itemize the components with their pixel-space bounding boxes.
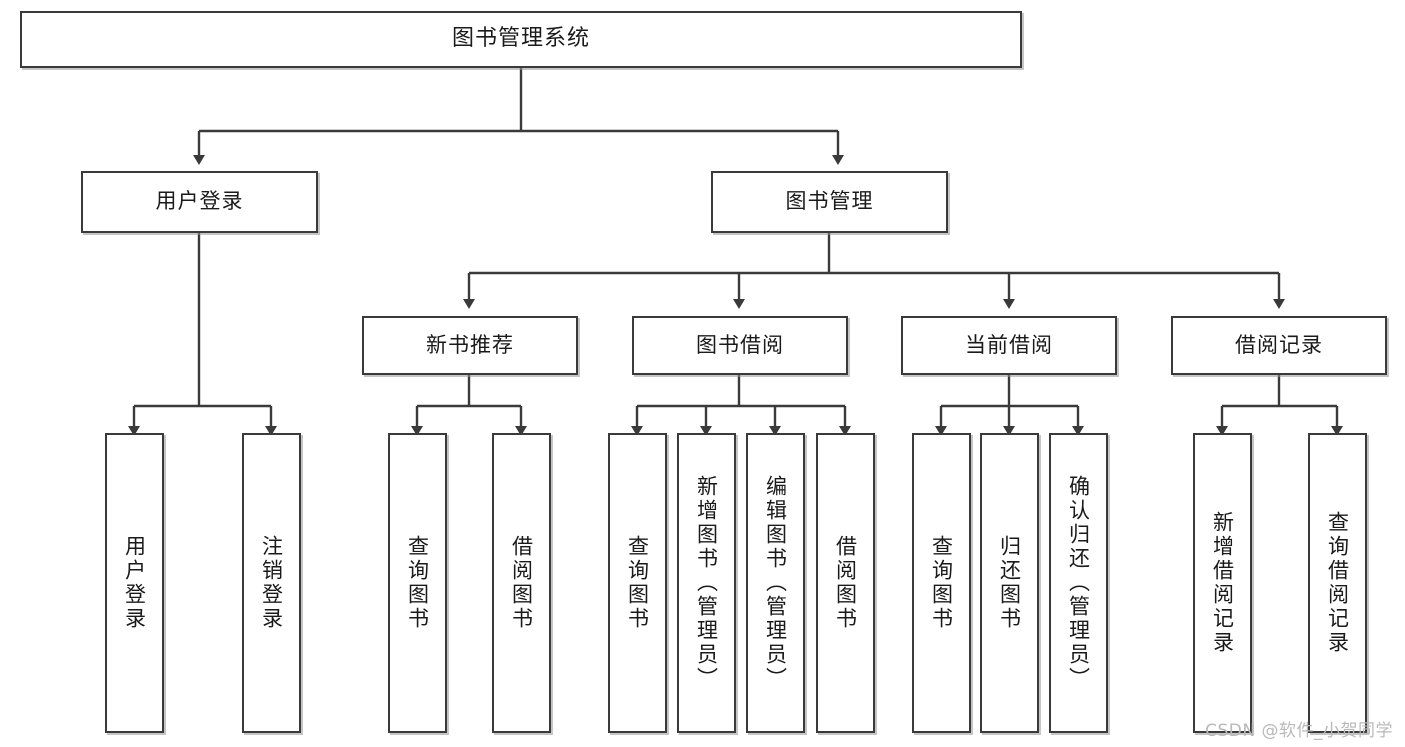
leaf-borrow-book[interactable]: 借阅图书 xyxy=(816,433,875,733)
leaf-query-book-recommend[interactable]: 查询图书 xyxy=(388,433,447,733)
node-book-borrow[interactable]: 图书借阅 xyxy=(632,316,848,375)
leaf-label: 借阅图书 xyxy=(509,535,534,631)
leaf-logout-login[interactable]: 注销登录 xyxy=(242,433,301,733)
leaf-label: 用户登录 xyxy=(122,535,147,631)
leaf-label: 查询图书 xyxy=(625,535,650,631)
leaf-label: 借阅图书 xyxy=(833,535,858,631)
leaf-label: 确认归还（管理员） xyxy=(1066,475,1091,691)
leaf-query-borrow-record[interactable]: 查询借阅记录 xyxy=(1308,433,1367,733)
leaf-query-book-current[interactable]: 查询图书 xyxy=(912,433,971,733)
leaf-return-book[interactable]: 归还图书 xyxy=(980,433,1039,733)
leaf-label: 注销登录 xyxy=(259,535,284,631)
node-root[interactable]: 图书管理系统 xyxy=(20,11,1022,68)
leaf-confirm-return[interactable]: 确认归还（管理员） xyxy=(1049,433,1108,733)
node-borrow-record[interactable]: 借阅记录 xyxy=(1171,316,1387,375)
node-user-login[interactable]: 用户登录 xyxy=(81,171,318,233)
leaf-label: 编辑图书（管理员） xyxy=(763,475,788,691)
leaf-borrow-book-recommend[interactable]: 借阅图书 xyxy=(492,433,551,733)
leaf-add-borrow-record[interactable]: 新增借阅记录 xyxy=(1193,433,1252,733)
leaf-label: 新增图书（管理员） xyxy=(694,475,719,691)
leaf-add-book[interactable]: 新增图书（管理员） xyxy=(677,433,736,733)
node-current-borrow[interactable]: 当前借阅 xyxy=(901,316,1117,375)
node-new-book-recommend[interactable]: 新书推荐 xyxy=(362,316,578,375)
leaf-user-login[interactable]: 用户登录 xyxy=(105,433,164,733)
leaf-query-book-borrow[interactable]: 查询图书 xyxy=(608,433,667,733)
node-book-manage[interactable]: 图书管理 xyxy=(711,171,948,233)
leaf-label: 新增借阅记录 xyxy=(1210,511,1235,655)
leaf-edit-book[interactable]: 编辑图书（管理员） xyxy=(746,433,805,733)
leaf-label: 查询图书 xyxy=(405,535,430,631)
leaf-label: 查询借阅记录 xyxy=(1325,511,1350,655)
leaf-label: 归还图书 xyxy=(997,535,1022,631)
leaf-label: 查询图书 xyxy=(929,535,954,631)
